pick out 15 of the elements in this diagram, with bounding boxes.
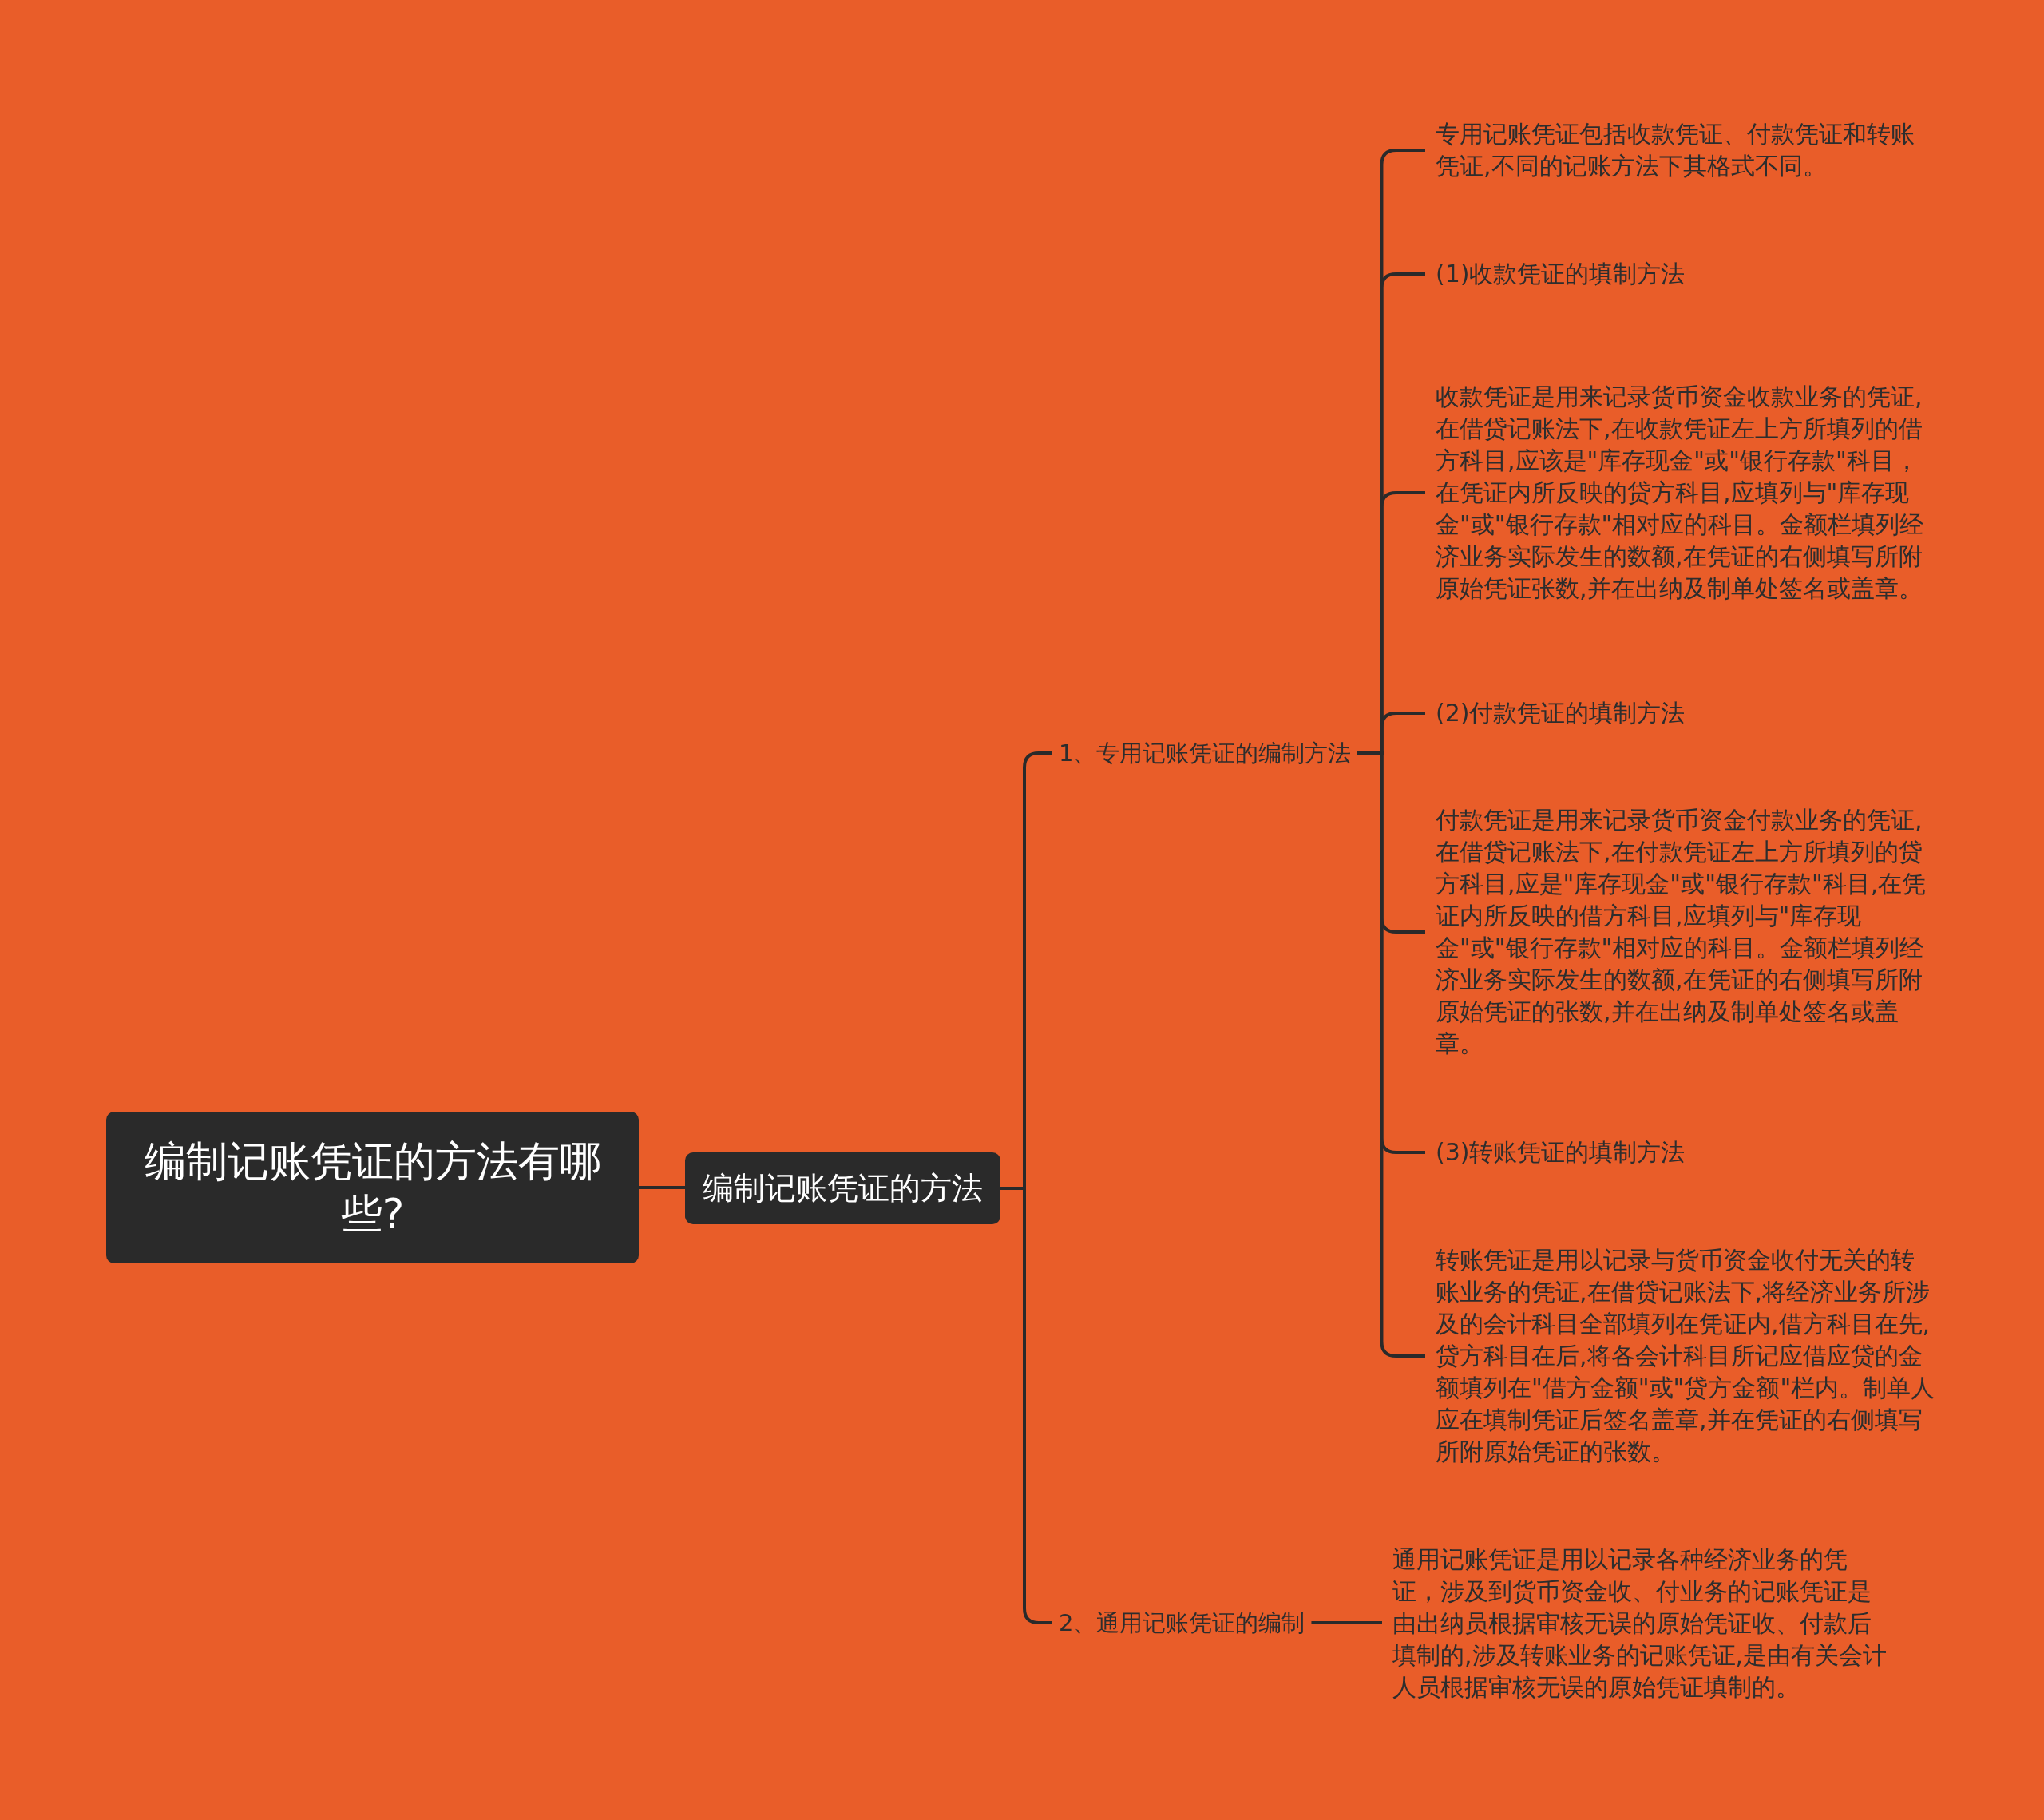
- connector-line: [639, 1186, 685, 1189]
- note-text: 转账凭证是用以记录与货币资金收付无关的转账业务的凭证,在借贷记账法下,将经济业务所涉及的会计科目全部填列在凭证内,借方科目在先,贷方科目在后,将各会计科目所记应借应贷的金额填列在"借方金额"或"贷方金额"栏内。制单人应在填制凭证后签名盖章,并在凭证的右侧填写所附原始凭证的张数。: [1425, 1244, 1936, 1468]
- note-text: (2)付款凭证的填制方法: [1425, 697, 1936, 729]
- note-text: 通用记账凭证是用以记录各种经济业务的凭证，涉及到货币资金收、付业务的记账凭证是由出纳员根据审核无误的原始凭证收、付款后填制的,涉及转账业务的记账凭证,是由有关会计人员根据审核无误的原始凭证填制的。: [1382, 1544, 1893, 1703]
- note-text: 收款凭证是用来记录货币资金收款业务的凭证,在借贷记账法下,在收款凭证左上方所填列的借方科目,应该是"库存现金"或"银行存款"科目，在凭证内所反映的贷方科目,应填列与"库存现金"或"银行存款"相对应的科目。金额栏填列经济业务实际发生的数额,在凭证的右侧填写所附原始凭证张数,并在出纳及制单处签名或盖章。: [1425, 381, 1936, 605]
- connector-line: [1357, 751, 1425, 1358]
- note-text: 专用记账凭证包括收款凭证、付款凭证和转账凭证,不同的记账方法下其格式不同。: [1425, 118, 1936, 182]
- note-text: (3)转账凭证的填制方法: [1425, 1136, 1936, 1168]
- connector-line: [1311, 1621, 1382, 1624]
- branch-label: 2、通用记账凭证的编制: [1052, 1607, 1312, 1639]
- topic-box: 编制记账凭证的方法有哪些?: [106, 1112, 639, 1263]
- branch-label: 1、专用记账凭证的编制方法: [1052, 737, 1358, 769]
- note-text: 付款凭证是用来记录货币资金付款业务的凭证,在借贷记账法下,在付款凭证左上方所填列的贷方科目,应是"库存现金"或"银行存款"科目,在凭证内所反映的借方科目,应填列与"库存现金"或"银行存款"相对应的科目。金额栏填列经济业务实际发生的数额,在凭证的右侧填写所附原始凭证的张数,并在出纳及制单处签名或盖章。: [1425, 804, 1936, 1060]
- note-text: (1)收款凭证的填制方法: [1425, 258, 1936, 290]
- subtopic-box: 编制记账凭证的方法: [685, 1152, 1000, 1224]
